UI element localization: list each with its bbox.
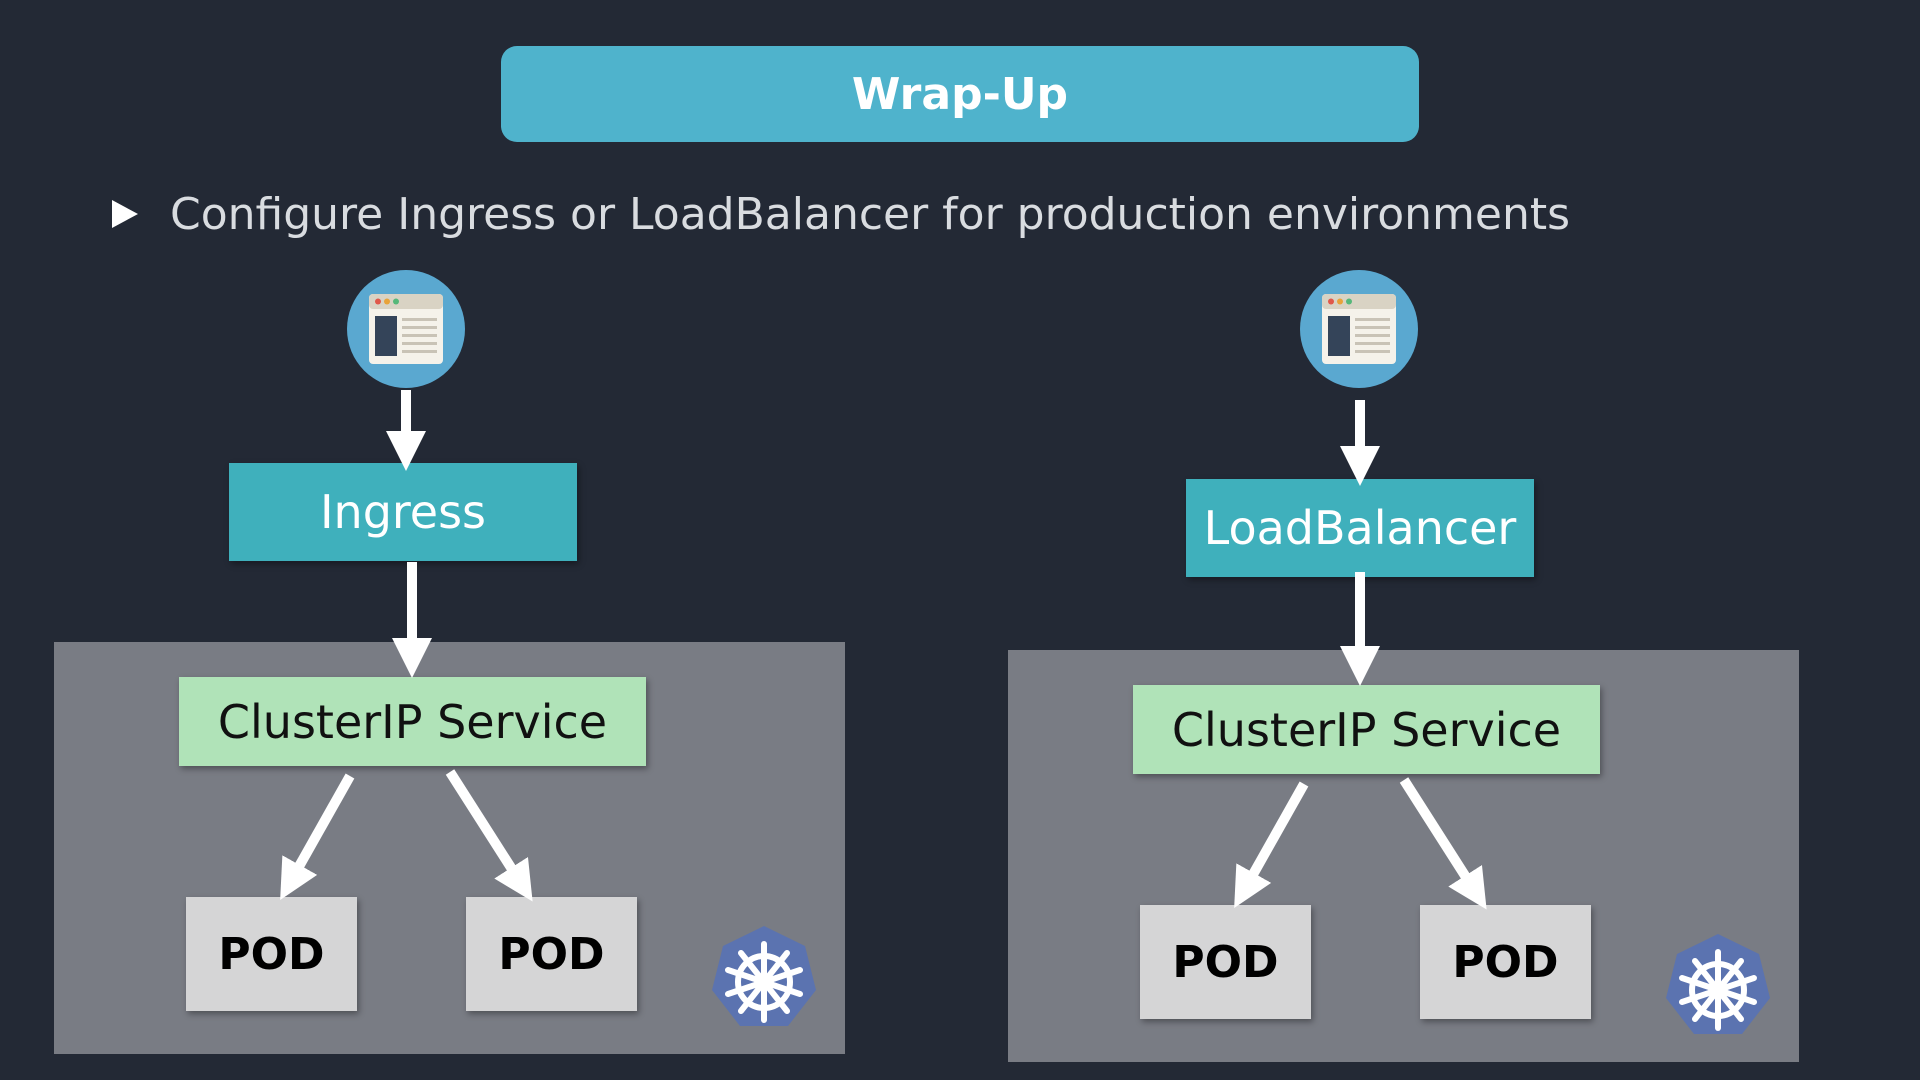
left-clusterip-service-box: ClusterIP Service — [179, 677, 646, 766]
left-pod-1: POD — [186, 897, 357, 1011]
bullet-point: Configure Ingress or LoadBalancer for pr… — [112, 186, 1570, 242]
kubernetes-helm-icon — [1666, 934, 1770, 1034]
loadbalancer-box: LoadBalancer — [1186, 479, 1534, 577]
ingress-box: Ingress — [229, 463, 577, 561]
browser-icon — [347, 270, 465, 388]
kubernetes-helm-icon — [712, 926, 816, 1026]
browser-icon — [1300, 270, 1418, 388]
right-pod-1: POD — [1140, 905, 1311, 1019]
right-clusterip-service-box: ClusterIP Service — [1133, 685, 1600, 774]
right-pod-2: POD — [1420, 905, 1591, 1019]
left-pod-2: POD — [466, 897, 637, 1011]
bullet-text: Configure Ingress or LoadBalancer for pr… — [170, 188, 1571, 240]
slide-title: Wrap-Up — [501, 46, 1419, 142]
play-triangle-icon — [112, 200, 138, 228]
